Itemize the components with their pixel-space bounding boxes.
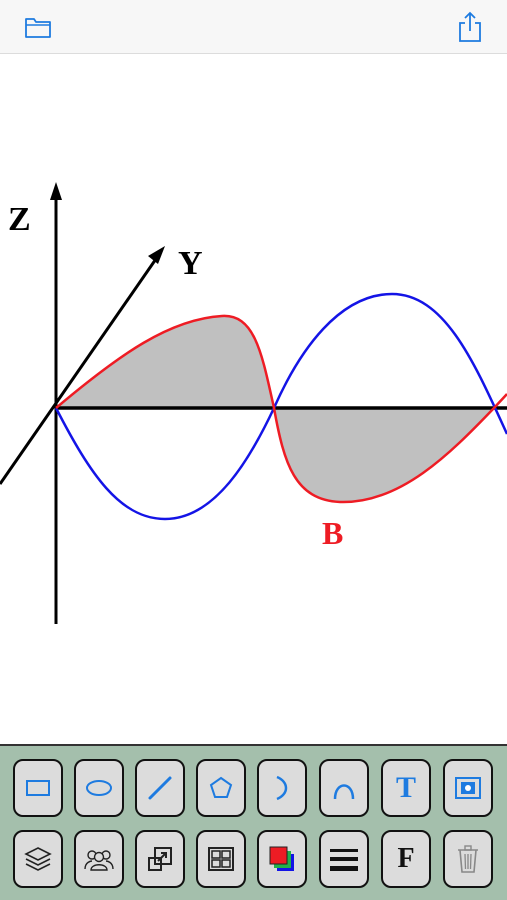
ellipse-icon bbox=[86, 780, 112, 796]
y-axis-arrowhead bbox=[148, 246, 165, 264]
layers-tool[interactable] bbox=[13, 830, 63, 888]
tool-palette: T bbox=[0, 744, 507, 900]
line-tool[interactable] bbox=[135, 759, 185, 817]
drawing-svg: Z Y B bbox=[0, 182, 507, 624]
resize-icon bbox=[148, 847, 172, 871]
resize-tool[interactable] bbox=[135, 830, 185, 888]
color-swatches-icon bbox=[269, 846, 294, 871]
image-icon bbox=[455, 777, 481, 799]
delete-tool[interactable] bbox=[443, 830, 493, 888]
curve-tool[interactable] bbox=[319, 759, 369, 817]
grid-icon bbox=[208, 847, 234, 871]
y-axis bbox=[0, 255, 160, 485]
folder-button[interactable] bbox=[21, 10, 55, 44]
z-axis-arrowhead bbox=[50, 182, 62, 200]
share-button[interactable] bbox=[453, 10, 487, 44]
pentagon-icon bbox=[209, 776, 233, 798]
line-icon bbox=[148, 776, 172, 800]
rectangle-icon bbox=[26, 780, 50, 796]
group-icon bbox=[84, 850, 114, 871]
axis-z-label: Z bbox=[8, 201, 31, 238]
arc-icon bbox=[276, 775, 288, 801]
image-tool[interactable] bbox=[443, 759, 493, 817]
ellipse-tool[interactable] bbox=[74, 759, 124, 817]
arc-tool[interactable] bbox=[257, 759, 307, 817]
text-tool[interactable]: T bbox=[381, 759, 431, 817]
text-icon: T bbox=[395, 771, 416, 804]
grid-tool[interactable] bbox=[196, 830, 246, 888]
polygon-tool[interactable] bbox=[196, 759, 246, 817]
font-tool[interactable]: F bbox=[381, 830, 431, 888]
rectangle-tool[interactable] bbox=[13, 759, 63, 817]
bezier-icon bbox=[333, 784, 355, 800]
line-width-tool[interactable] bbox=[319, 830, 369, 888]
axis-y-label: Y bbox=[178, 245, 203, 282]
shaded-region-positive bbox=[56, 315, 274, 408]
curve-label-b: B bbox=[322, 515, 343, 551]
line-width-icon bbox=[330, 849, 358, 871]
drawing-canvas[interactable]: Z Y B bbox=[0, 54, 507, 744]
group-tool[interactable] bbox=[74, 830, 124, 888]
font-icon: F bbox=[397, 843, 415, 874]
folder-icon bbox=[25, 18, 51, 38]
shaded-region-negative bbox=[274, 408, 494, 503]
red-curve bbox=[55, 314, 507, 504]
top-bar bbox=[0, 0, 507, 54]
trash-icon bbox=[458, 845, 478, 873]
share-icon bbox=[459, 11, 481, 42]
layers-icon bbox=[24, 847, 52, 871]
color-tool[interactable] bbox=[257, 830, 307, 888]
